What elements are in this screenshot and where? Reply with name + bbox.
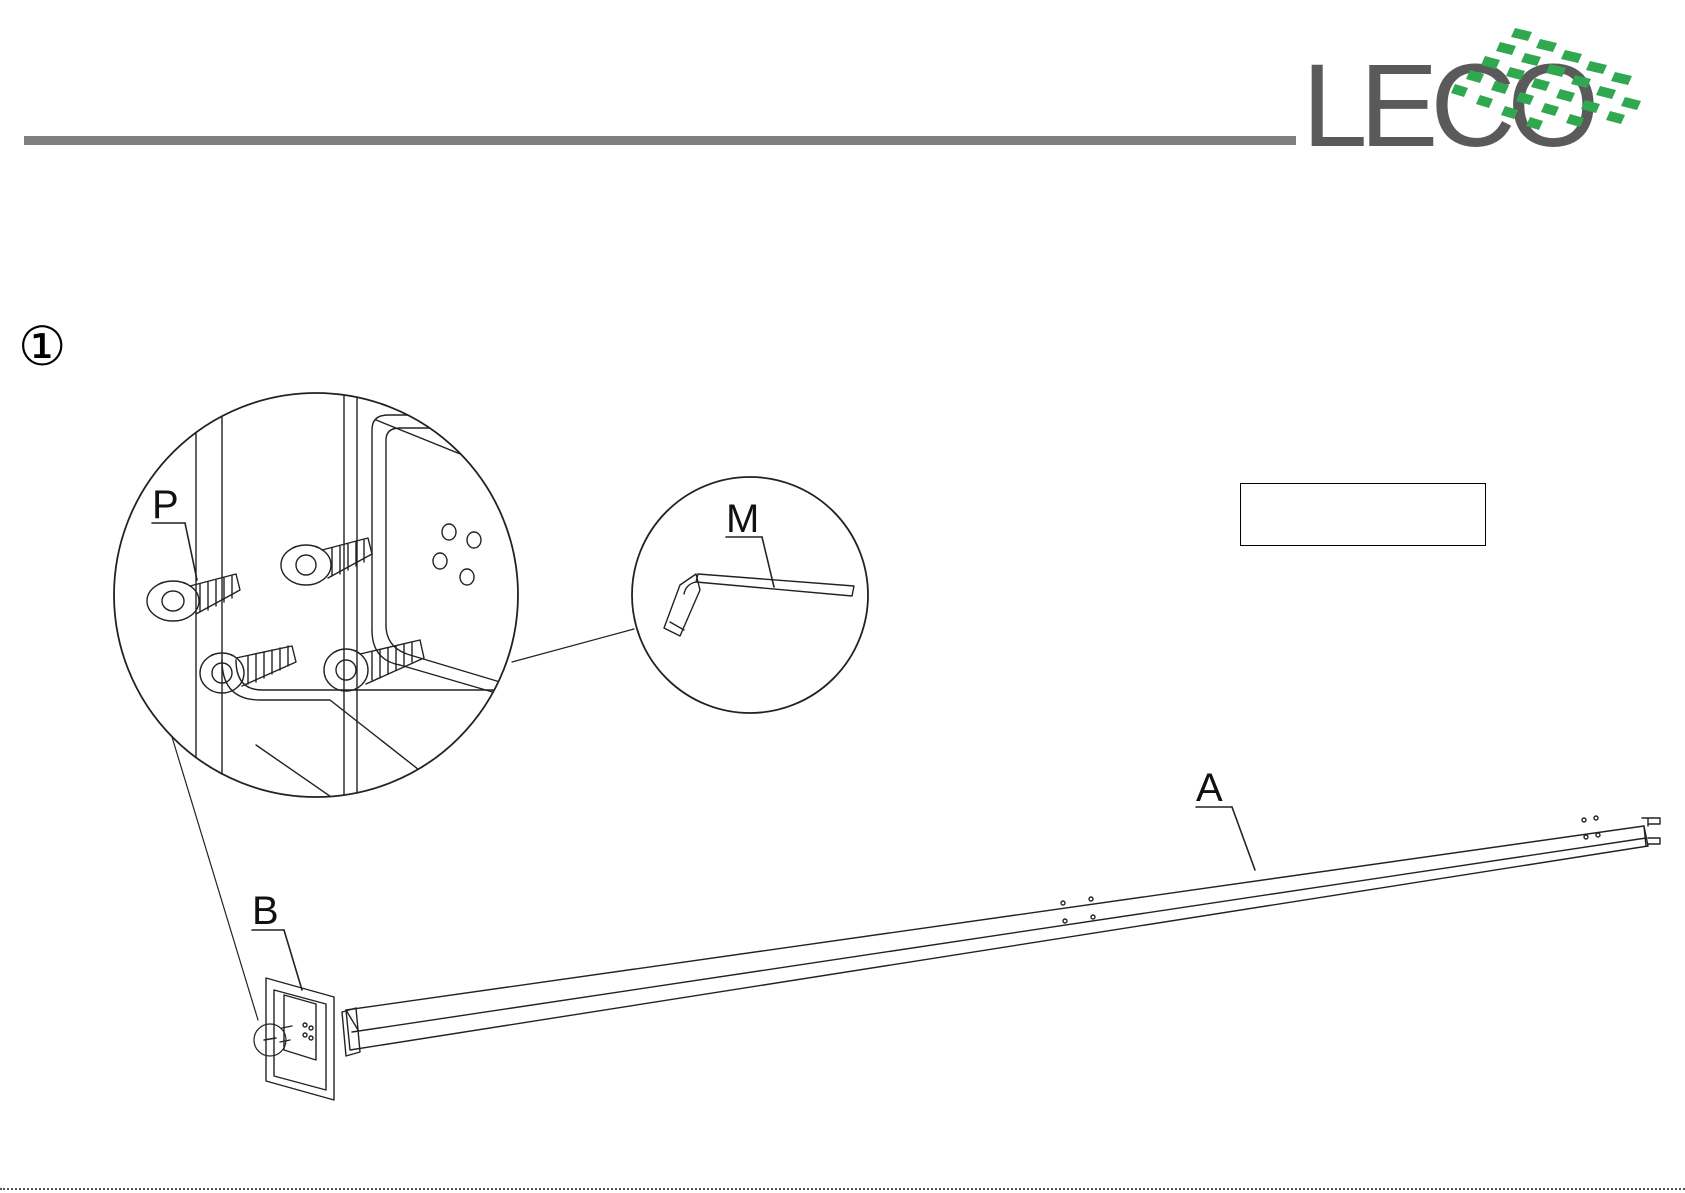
- part-label-bolts: P: [152, 483, 179, 527]
- detail-connector: [512, 629, 634, 662]
- bar: [342, 816, 1660, 1056]
- bolt: [200, 646, 296, 693]
- part-label-bar: A: [1196, 766, 1223, 810]
- bolt: [281, 538, 372, 585]
- part-label-bracket: B: [252, 889, 279, 933]
- bolt-detail-outline: [114, 393, 518, 797]
- part-label-hex-key: M: [726, 497, 759, 541]
- bolt: [147, 574, 240, 621]
- bottom-rule: [0, 1188, 1685, 1190]
- bolt: [324, 640, 424, 691]
- hex-key: [664, 574, 854, 636]
- bracket: [254, 978, 334, 1100]
- hex-key-detail-circle: M: [632, 477, 868, 713]
- detail-leader: [172, 737, 258, 1020]
